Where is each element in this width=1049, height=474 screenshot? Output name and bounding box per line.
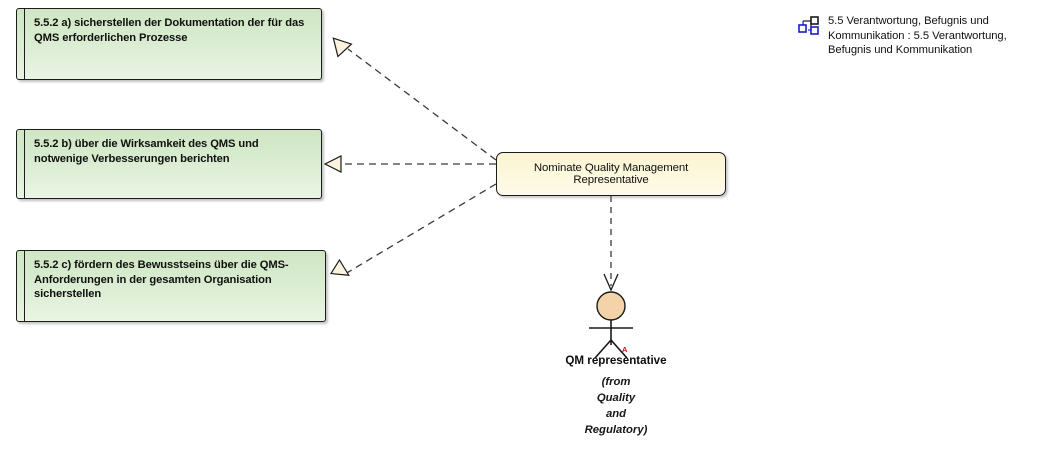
package-title-label: 5.5 Verantwortung, Befugnis und Kommunik…	[828, 15, 1007, 56]
usecase-box-nominate[interactable]: Nominate Quality Management Representati…	[496, 152, 726, 196]
actor-name-label: QM representative	[565, 354, 667, 367]
requirement-box-b[interactable]: 5.5.2 b) über die Wirksamkeit des QMS un…	[16, 129, 322, 199]
actor-from-line-3: and	[605, 408, 627, 420]
requirement-label-a: 5.5.2 a) sicherstellen der Dokumentation…	[34, 17, 305, 44]
package-title-block[interactable]: 5.5 Verantwortung, Befugnis und Kommunik…	[798, 14, 1038, 74]
actor-from-line-4: Regulatory)	[584, 424, 648, 436]
actor-leg-left	[594, 339, 612, 359]
hollow-triangle-arrowhead-b	[323, 155, 342, 173]
connector-realize-c	[329, 183, 497, 276]
actor-qm-representative[interactable]: A QM representative (from Quality and Re…	[556, 288, 676, 468]
connector-realize-a	[332, 37, 497, 161]
actor-from-label: (from Quality and Regulatory)	[556, 374, 676, 438]
actor-from-line-2: Quality	[596, 392, 636, 404]
package-tree-icon	[798, 16, 819, 35]
actor-stick-figure-icon	[589, 291, 633, 359]
actor-from-line-1: (from	[601, 376, 631, 388]
requirement-stereotype-bar	[24, 9, 25, 79]
actor-leg-right	[610, 339, 628, 359]
requirement-stereotype-bar	[24, 251, 25, 321]
requirement-box-c[interactable]: 5.5.2 c) fördern des Bewusstseins über d…	[16, 250, 326, 322]
actor-marker-badge: A	[622, 345, 628, 354]
hollow-triangle-arrowhead-c	[329, 258, 350, 276]
connector-dependency-actor	[603, 196, 619, 292]
connector-realize-b	[323, 155, 496, 173]
actor-head	[596, 291, 626, 321]
requirement-box-a[interactable]: 5.5.2 a) sicherstellen der Dokumentation…	[16, 8, 322, 80]
hollow-triangle-arrowhead-a	[332, 37, 353, 58]
requirement-label-b: 5.5.2 b) über die Wirksamkeit des QMS un…	[34, 138, 259, 165]
requirement-label-c: 5.5.2 c) fördern des Bewusstseins über d…	[34, 259, 289, 300]
usecase-label: Nominate Quality Management Representati…	[533, 162, 689, 186]
requirement-stereotype-bar	[24, 130, 25, 198]
